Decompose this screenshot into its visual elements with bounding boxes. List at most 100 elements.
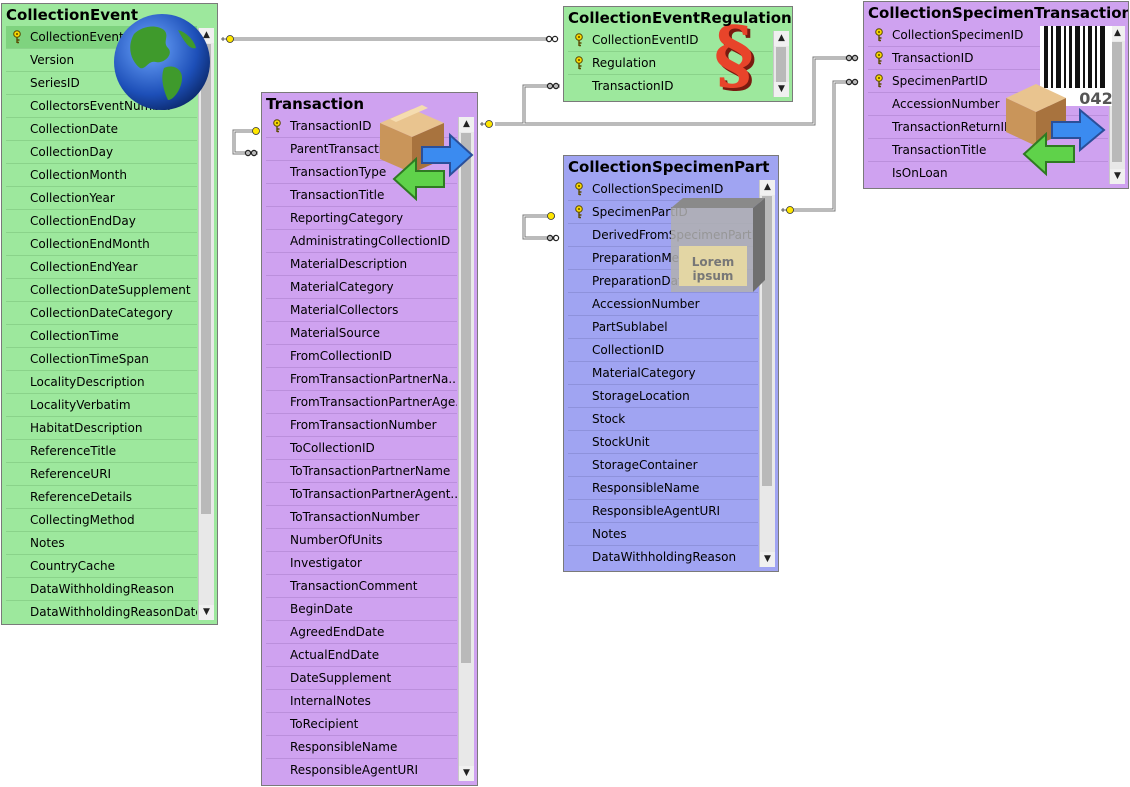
table-row[interactable]: FromCollectionID (266, 345, 457, 368)
table-collection-specimen-part[interactable]: CollectionSpecimenPart CollectionSpecime… (563, 155, 779, 572)
table-row[interactable]: CollectionEventID (6, 26, 197, 49)
table-row[interactable]: ActualEndDate (266, 644, 457, 667)
table-row[interactable]: Stock (568, 408, 758, 431)
table-row[interactable]: StorageContainer (568, 454, 758, 477)
table-row[interactable]: DateSupplement (266, 667, 457, 690)
table-row[interactable]: CollectionYear (6, 187, 197, 210)
table-row[interactable]: DataWithholdingReason (568, 546, 758, 567)
table-row[interactable]: Notes (568, 523, 758, 546)
table-row[interactable]: FromTransactionPartnerAge... (266, 391, 457, 414)
table-row[interactable]: CollectionDateSupplement (6, 279, 197, 302)
table-row[interactable]: DataWithholdingReasonDate (6, 601, 197, 620)
table-row[interactable]: ToRecipient (266, 713, 457, 736)
table-row[interactable]: IsOnLoan (868, 162, 1108, 184)
table-row[interactable]: ParentTransactionID (266, 138, 457, 161)
table-row[interactable]: CountryCache (6, 555, 197, 578)
table-row[interactable]: MaterialSource (266, 322, 457, 345)
scrollbar[interactable]: ▲ ▼ (759, 180, 775, 567)
table-row[interactable]: LocalityDescription (6, 371, 197, 394)
table-row[interactable]: CollectionMonth (6, 164, 197, 187)
scrollbar[interactable]: ▲ ▼ (1109, 26, 1125, 184)
scrollbar[interactable]: ▲ ▼ (198, 28, 214, 620)
scroll-thumb[interactable] (461, 133, 471, 663)
scroll-up-button[interactable]: ▲ (199, 28, 214, 43)
table-row[interactable]: Notes (6, 532, 197, 555)
table-row[interactable]: ResponsibleName (266, 736, 457, 759)
scroll-thumb[interactable] (1112, 42, 1122, 162)
table-row[interactable]: DerivedFromSpecimenPartID (568, 224, 758, 247)
scrollbar[interactable]: ▲ ▼ (458, 117, 474, 781)
table-row[interactable]: ToTransactionPartnerName (266, 460, 457, 483)
table-row[interactable]: AdministratingCollectionID (266, 230, 457, 253)
scroll-down-button[interactable]: ▼ (199, 605, 214, 620)
table-row[interactable]: CollectionEndDay (6, 210, 197, 233)
table-row[interactable]: BeginDate (266, 598, 457, 621)
table-row[interactable]: TransactionTitle (266, 184, 457, 207)
table-title[interactable]: CollectionEventRegulation (568, 9, 792, 27)
table-row[interactable]: TransactionReturnID (868, 116, 1108, 139)
table-row[interactable]: PartSublabel (568, 316, 758, 339)
table-row[interactable]: AccessionNumber (568, 293, 758, 316)
table-row[interactable]: Investigator (266, 552, 457, 575)
table-row[interactable]: Regulation (568, 52, 772, 75)
table-row[interactable]: InternalNotes (266, 690, 457, 713)
table-row[interactable]: TransactionID (868, 47, 1108, 70)
scroll-down-button[interactable]: ▼ (760, 552, 775, 567)
table-row[interactable]: MaterialCollectors (266, 299, 457, 322)
table-collection-event-regulation[interactable]: CollectionEventRegulation CollectionEven… (563, 6, 793, 102)
scroll-up-button[interactable]: ▲ (774, 31, 789, 46)
table-row[interactable]: FromTransactionPartnerNa... (266, 368, 457, 391)
table-row[interactable]: CollectionDate (6, 118, 197, 141)
table-row[interactable]: Version (6, 49, 197, 72)
table-row[interactable]: ToTransactionPartnerAgent... (266, 483, 457, 506)
table-row[interactable]: CollectorsEventNumber (6, 95, 197, 118)
table-collection-specimen-transaction[interactable]: CollectionSpecimenTransaction Collection… (863, 1, 1129, 189)
table-row[interactable]: StockUnit (568, 431, 758, 454)
table-row[interactable]: PreparationDate (568, 270, 758, 293)
scroll-up-button[interactable]: ▲ (1110, 26, 1125, 41)
table-row[interactable]: MaterialCategory (568, 362, 758, 385)
scroll-up-button[interactable]: ▲ (760, 180, 775, 195)
table-row[interactable]: ToTransactionNumber (266, 506, 457, 529)
table-row[interactable]: CollectionEventID (568, 29, 772, 52)
scroll-down-button[interactable]: ▼ (1110, 169, 1125, 184)
table-row[interactable]: LocalityVerbatim (6, 394, 197, 417)
scroll-up-button[interactable]: ▲ (459, 117, 474, 132)
scroll-down-button[interactable]: ▼ (774, 82, 789, 97)
table-row[interactable]: SeriesID (6, 72, 197, 95)
table-row[interactable]: AccessionNumber (868, 93, 1108, 116)
table-row[interactable]: ReportingCategory (266, 207, 457, 230)
table-row[interactable]: SpecimenPartID (868, 70, 1108, 93)
table-title[interactable]: CollectionSpecimenTransaction (868, 4, 1128, 22)
table-row[interactable]: CollectionDay (6, 141, 197, 164)
scroll-thumb[interactable] (201, 44, 211, 514)
table-row[interactable]: MaterialDescription (266, 253, 457, 276)
table-row[interactable]: CollectionSpecimenID (568, 178, 758, 201)
table-row[interactable]: TransactionType (266, 161, 457, 184)
table-row[interactable]: ReferenceURI (6, 463, 197, 486)
table-row[interactable]: DataWithholdingReason (6, 578, 197, 601)
table-row[interactable]: ResponsibleAgentURI (568, 500, 758, 523)
table-row[interactable]: CollectionSpecimenID (868, 24, 1108, 47)
table-row[interactable]: ToCollectionID (266, 437, 457, 460)
table-row[interactable]: CollectionDateCategory (6, 302, 197, 325)
table-title[interactable]: CollectionEvent (6, 6, 139, 24)
table-row[interactable]: PreparationMethod (568, 247, 758, 270)
table-row[interactable]: CollectionID (568, 339, 758, 362)
table-row[interactable]: ReferenceDetails (6, 486, 197, 509)
scroll-down-button[interactable]: ▼ (459, 766, 474, 781)
table-row[interactable]: ReferenceTitle (6, 440, 197, 463)
table-row[interactable]: AgreedEndDate (266, 621, 457, 644)
scroll-thumb[interactable] (776, 47, 786, 87)
table-row[interactable]: MaterialCategory (266, 276, 457, 299)
table-row[interactable]: ResponsibleAgentURI (266, 759, 457, 781)
table-row[interactable]: CollectingMethod (6, 509, 197, 532)
table-row[interactable]: CollectionTimeSpan (6, 348, 197, 371)
table-row[interactable]: HabitatDescription (6, 417, 197, 440)
table-row[interactable]: TransactionID (568, 75, 772, 97)
table-row[interactable]: SpecimenPartID (568, 201, 758, 224)
table-title[interactable]: Transaction (266, 95, 365, 113)
scrollbar[interactable]: ▲ ▼ (773, 31, 789, 97)
table-row[interactable]: CollectionEndYear (6, 256, 197, 279)
